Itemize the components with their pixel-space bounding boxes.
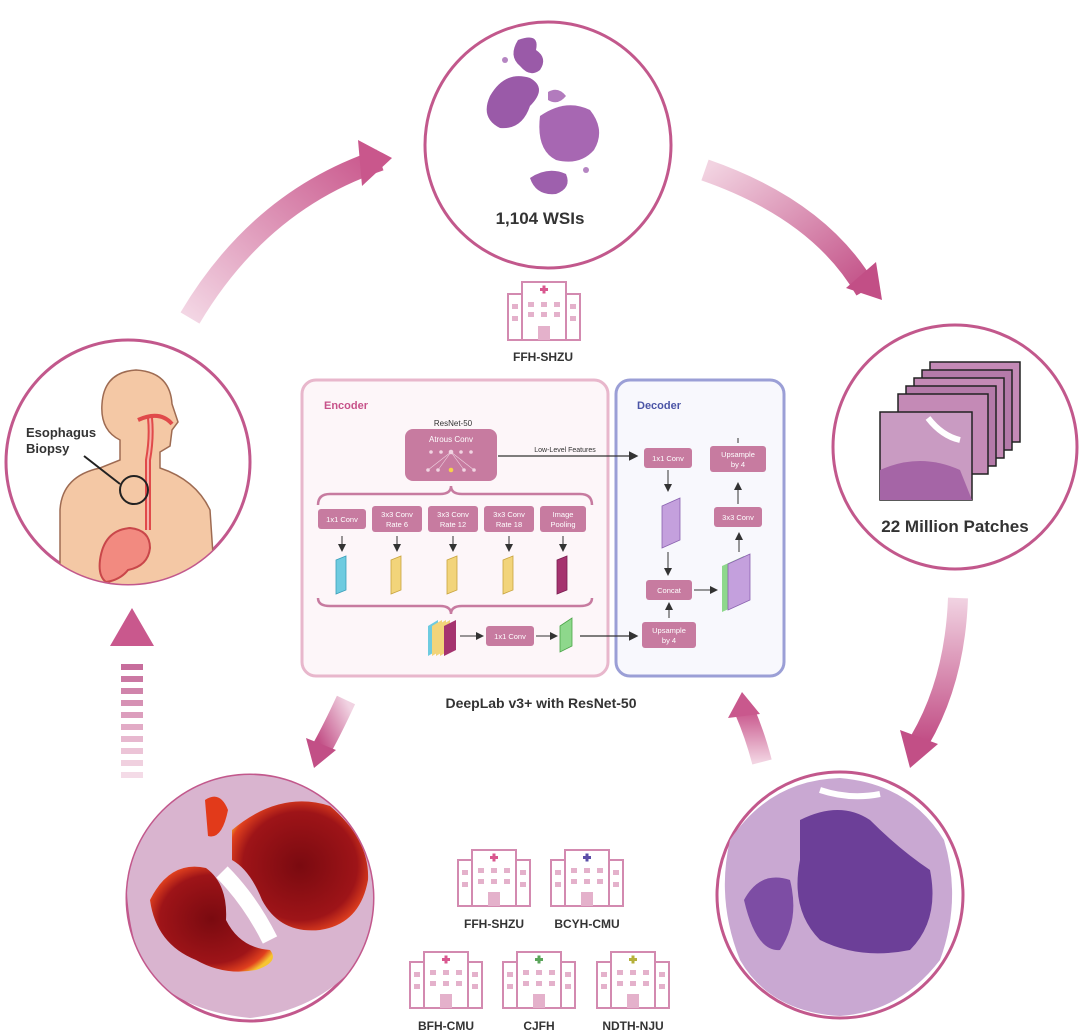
feature-map-icon xyxy=(428,620,456,656)
hospital-2: BFH-CMU xyxy=(409,951,483,1033)
center-hospital: FFH-SHZU xyxy=(507,281,581,364)
svg-text:3x3 Conv: 3x3 Conv xyxy=(437,510,469,519)
merge-conv-block xyxy=(486,626,534,646)
decoder-upsample-top xyxy=(710,446,766,472)
arrow-to-decoder-head xyxy=(728,692,760,718)
anatomy-label-line2: Biopsy xyxy=(26,441,70,456)
patches-label: 22 Million Patches xyxy=(881,517,1028,536)
arrow-top-to-right xyxy=(701,159,876,296)
decoder-low-level-map xyxy=(661,497,681,549)
svg-text:by 4: by 4 xyxy=(731,460,745,469)
svg-text:3x3 Conv: 3x3 Conv xyxy=(381,510,413,519)
flow-arrows xyxy=(110,140,968,778)
center-hospital-label: FFH-SHZU xyxy=(513,350,573,364)
model-panel: Encoder Decoder ResNet-50 Atrous Conv Lo… xyxy=(300,378,786,711)
decoder-upsample-bottom xyxy=(642,622,696,648)
wsi-circle: 1,104 WSIs xyxy=(423,20,673,270)
backbone-label: ResNet-50 xyxy=(434,419,473,428)
svg-text:Rate 12: Rate 12 xyxy=(440,520,466,529)
encoder-output-map xyxy=(559,617,573,653)
wsi-label: 1,104 WSIs xyxy=(496,209,585,228)
aspp-branches: 1x1 Conv 3x3 Conv Rate 6 3x3 Conv Rate 1… xyxy=(318,506,586,595)
prediction-circle xyxy=(715,770,965,1020)
svg-text:1x1 Conv: 1x1 Conv xyxy=(652,454,684,463)
hospital-label: NDTH-NJU xyxy=(602,1019,663,1033)
svg-text:3x3 Conv: 3x3 Conv xyxy=(493,510,525,519)
hospital-label: BCYH-CMU xyxy=(554,917,619,931)
svg-text:by 4: by 4 xyxy=(662,636,676,645)
tissue-slide-icon xyxy=(486,37,600,195)
branch-image-pooling: Image Pooling xyxy=(540,506,586,595)
hospital-1: BCYH-CMU xyxy=(550,849,624,931)
hospital-4: NDTH-NJU xyxy=(596,951,670,1033)
hospital-3: CJFH xyxy=(502,951,576,1033)
decoder-concat xyxy=(646,580,692,600)
arrow-right-to-bottom-right-head xyxy=(900,730,938,768)
svg-text:Image: Image xyxy=(553,510,574,519)
atrous-conv-block xyxy=(405,429,497,481)
svg-text:1x1 Conv: 1x1 Conv xyxy=(326,515,358,524)
hospital-cluster: FFH-SHZU BCYH-CMU BFH-CMU CJFH NDTH-NJU xyxy=(409,849,670,1033)
svg-text:Pooling: Pooling xyxy=(550,520,575,529)
branch-3x3-rate12: 3x3 Conv Rate 12 xyxy=(428,506,478,595)
arrow-left-to-top-head xyxy=(358,140,392,186)
hospital-icon xyxy=(507,281,581,341)
decoder-panel xyxy=(614,378,786,678)
low-level-features-label: Low-Level Features xyxy=(534,447,596,454)
arrow-to-decoder xyxy=(735,708,772,765)
svg-text:1x1 Conv: 1x1 Conv xyxy=(494,632,526,641)
heatmap-icon xyxy=(127,775,373,1018)
branch-3x3-rate18: 3x3 Conv Rate 18 xyxy=(484,506,534,595)
arrow-left-to-top xyxy=(180,149,384,324)
hospital-0: FFH-SHZU xyxy=(457,849,531,931)
atrous-conv-label: Atrous Conv xyxy=(429,435,473,444)
hospital-icon xyxy=(409,951,483,1009)
anatomy-label-line1: Esophagus xyxy=(26,425,96,440)
dashed-arrow-heatmap-to-biopsy xyxy=(110,608,154,778)
model-title: DeepLab v3+ with ResNet-50 xyxy=(445,695,636,711)
arrow-model-to-heatmap-head xyxy=(306,738,336,768)
prediction-slide-icon xyxy=(724,778,953,1016)
svg-text:Rate 6: Rate 6 xyxy=(386,520,408,529)
hospital-icon xyxy=(502,951,576,1009)
branch-1x1: 1x1 Conv xyxy=(318,509,366,595)
anatomy-circle: Esophagus Biopsy xyxy=(4,338,252,586)
encoder-label: Encoder xyxy=(324,400,369,412)
svg-text:Rate 18: Rate 18 xyxy=(496,520,522,529)
decoder-conv3x3 xyxy=(714,507,762,527)
human-anatomy-icon xyxy=(59,369,217,584)
patches-circle: 22 Million Patches xyxy=(831,323,1079,571)
svg-text:Upsample: Upsample xyxy=(721,450,755,459)
svg-text:Upsample: Upsample xyxy=(652,626,686,635)
svg-text:Concat: Concat xyxy=(657,586,682,595)
hospital-label: FFH-SHZU xyxy=(464,917,524,931)
branch-3x3-rate6: 3x3 Conv Rate 6 xyxy=(372,506,422,595)
arrow-model-to-heatmap xyxy=(313,695,356,753)
hospital-icon xyxy=(596,951,670,1009)
arrow-top-to-right-head xyxy=(846,262,882,300)
atrous-kernel-icon xyxy=(426,449,476,473)
decoder-conv1x1 xyxy=(644,448,692,468)
heatmap-circle xyxy=(125,773,375,1023)
patch-stack-icon xyxy=(879,361,1021,501)
hospital-label: CJFH xyxy=(523,1019,554,1033)
arrow-right-to-bottom-right xyxy=(911,597,968,746)
decoder-label: Decoder xyxy=(637,400,682,412)
hospital-icon xyxy=(550,849,624,907)
hospital-label: BFH-CMU xyxy=(418,1019,474,1033)
hospital-icon xyxy=(457,849,531,907)
svg-text:3x3 Conv: 3x3 Conv xyxy=(722,513,754,522)
